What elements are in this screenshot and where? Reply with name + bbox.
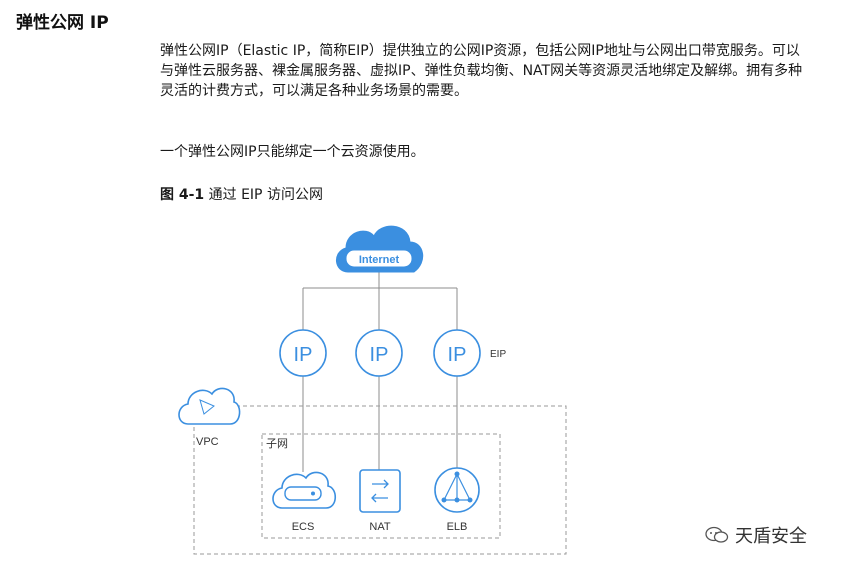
nat-gateway-icon — [359, 469, 401, 513]
eip-label: EIP — [490, 349, 506, 360]
ecs-label: ECS — [292, 521, 315, 533]
wechat-icon — [705, 526, 729, 543]
ip-label-3: IP — [448, 344, 467, 366]
elb-icon — [434, 467, 480, 513]
figure-number: 图 4-1 — [160, 187, 205, 203]
connector-lines — [302, 272, 458, 472]
eip-icon: IP — [433, 329, 481, 377]
figure-caption-text: 通过 EIP 访问公网 — [208, 187, 323, 203]
figure-caption: 图 4-1 通过 EIP 访问公网 — [160, 184, 323, 204]
watermark-text: 天盾安全 — [735, 526, 807, 547]
ecs-icon — [272, 471, 337, 509]
eip-icon: IP — [279, 329, 327, 377]
paragraph-eip-intro: 弹性公网IP（Elastic IP，简称EIP）提供独立的公网IP资源，包括公网… — [160, 43, 803, 99]
page-title: 弹性公网 IP — [16, 13, 109, 33]
vpc-cloud-icon — [178, 387, 241, 425]
vpc-boundary — [193, 405, 567, 555]
internet-cloud-icon: Internet — [336, 225, 424, 273]
paragraph-eip-binding: 一个弹性公网IP只能绑定一个云资源使用。 — [160, 144, 425, 160]
vpc-label: VPC — [196, 436, 219, 448]
nat-label: NAT — [369, 521, 390, 533]
eip-icon: IP — [355, 329, 403, 377]
ip-label-2: IP — [370, 344, 389, 366]
ip-label-1: IP — [294, 344, 313, 366]
internet-label: Internet — [359, 254, 400, 266]
subnet-label: 子网 — [266, 437, 288, 450]
watermark: 天盾安全 — [705, 522, 807, 548]
subnet-boundary — [261, 433, 501, 539]
elb-label: ELB — [447, 521, 468, 533]
